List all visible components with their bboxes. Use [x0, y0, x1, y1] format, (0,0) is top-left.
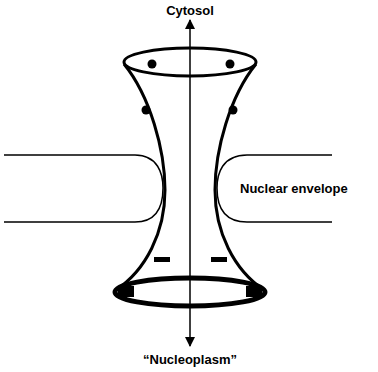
- compartment-label: Cytosol: [166, 3, 214, 18]
- structure-label: Nuclear envelope: [240, 181, 348, 196]
- basket-bar: [211, 257, 227, 262]
- basket-bar: [154, 257, 170, 262]
- envelope-membrane-left: [4, 155, 163, 222]
- pore-wall-left: [116, 64, 165, 290]
- ring-particle: [148, 60, 157, 69]
- ring-particle: [226, 60, 235, 69]
- ring-block: [118, 286, 134, 297]
- pore-wall-right: [215, 64, 264, 290]
- ring-block: [246, 286, 262, 297]
- wall-particle: [229, 106, 238, 115]
- compartment-label: “Nucleoplasm”: [143, 352, 237, 367]
- wall-particle: [142, 106, 151, 115]
- transport-axis-arrow: [189, 20, 191, 346]
